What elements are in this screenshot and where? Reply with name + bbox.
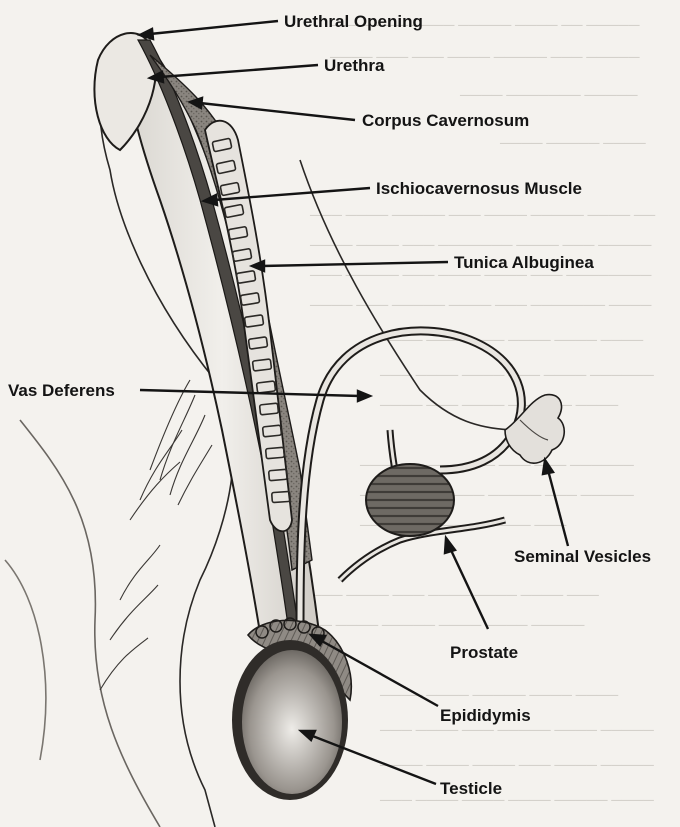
prostate bbox=[366, 464, 454, 536]
label-vas-deferens: Vas Deferens bbox=[8, 381, 115, 400]
label-tunica-albuginea: Tunica Albuginea bbox=[454, 253, 594, 272]
label-prostate: Prostate bbox=[450, 643, 518, 662]
label-ischiocavernosus-muscle: Ischiocavernosus Muscle bbox=[376, 179, 582, 198]
svg-text:──── ─── ───── ──── ─── ──────: ──── ─── ───── ──── ─── ─────── ──── bbox=[309, 298, 652, 314]
svg-text:──── ─────── ─────: ──── ─────── ───── bbox=[459, 88, 638, 104]
svg-text:──── ──── ───── ──── ────: ──── ──── ───── ──── ──── bbox=[379, 688, 619, 704]
label-epididymis: Epididymis bbox=[440, 706, 531, 725]
background-texture: ──── ─── ──── ───── ──── ── ───── ──── ─… bbox=[299, 18, 655, 809]
hair-texture bbox=[100, 380, 212, 690]
label-seminal-vesicles: Seminal Vesicles bbox=[514, 547, 651, 566]
svg-text:──── ──── ─── ──── ──── ──── ─: ──── ──── ─── ──── ──── ──── ─── bbox=[299, 588, 599, 604]
label-urethra: Urethra bbox=[324, 56, 385, 75]
svg-text:──── ──── ─── ─────── ──── ───: ──── ──── ─── ─────── ──── ─── ───── bbox=[309, 238, 652, 254]
svg-text:─── ──── ───── ──── ──── ─────: ─── ──── ───── ──── ──── ───── bbox=[299, 618, 585, 634]
testicle bbox=[232, 640, 348, 800]
label-testicle: Testicle bbox=[440, 779, 502, 798]
label-corpus-cavernosum: Corpus Cavernosum bbox=[362, 111, 529, 130]
label-urethral-opening: Urethral Opening bbox=[284, 12, 423, 31]
svg-text:──── ───── ────: ──── ───── ──── bbox=[499, 136, 646, 152]
svg-text:─── ──── ───── ─── ──── ─────: ─── ──── ───── ─── ──── ───── ──── ── bbox=[309, 208, 655, 224]
svg-text:──── ─── ──── ────── ────: ──── ─── ──── ────── ──── bbox=[379, 398, 619, 414]
svg-text:──── ──── ──── ─── ──── ─────: ──── ──── ──── ─── ──── ───── bbox=[379, 758, 654, 774]
svg-text:─── ──── ─── ───── ──── ─────: ─── ──── ─── ───── ──── ───── bbox=[379, 723, 654, 739]
svg-text:─── ──── ──── ──── ───── ────: ─── ──── ──── ──── ───── ──── bbox=[379, 793, 654, 809]
